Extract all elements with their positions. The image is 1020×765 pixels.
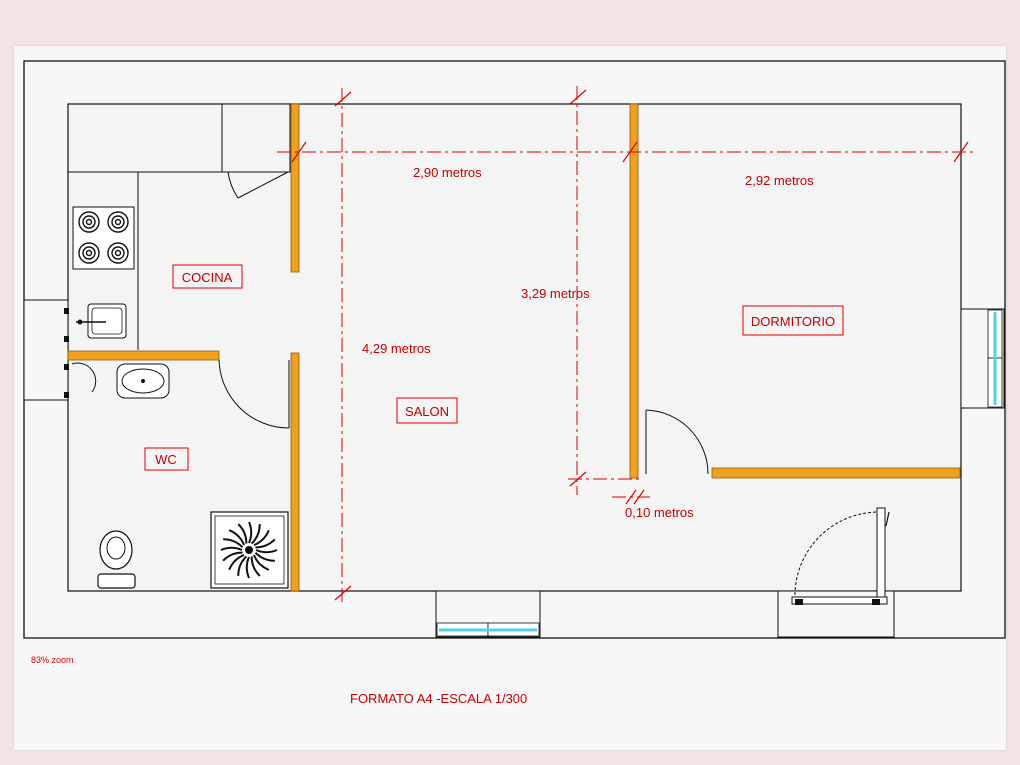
bathroom-sink-icon [116, 363, 170, 399]
shower-drain-ray [245, 556, 250, 579]
fridge [221, 103, 291, 173]
kitchen-sink-icon [76, 303, 127, 339]
format-scale-label: FORMATO A4 -ESCALA 1/300 [350, 691, 528, 706]
bottom-window-glass [436, 622, 540, 637]
fridge-door-leaf [237, 171, 289, 199]
dimension-ticks [291, 89, 969, 601]
dormitorio-label-box [742, 305, 844, 336]
wc-label-box [144, 447, 189, 471]
wc-door-arc [218, 359, 290, 429]
shower-drain-ray [220, 546, 243, 551]
wall-wc-salon [290, 352, 300, 592]
shower-drain-ray [228, 529, 245, 546]
shower-drain-ray [250, 556, 261, 577]
right-window-glass [987, 309, 1003, 408]
wall-kitchen-wc [67, 350, 220, 361]
salon-height-label: 4,29 metros [362, 341, 431, 356]
wc-door-swing [71, 362, 97, 393]
left-fixture-icon [64, 308, 69, 398]
cocina-label: COCINA [182, 270, 233, 285]
zoom-label: 83% zoom [31, 655, 74, 665]
shower-drain-ray [250, 524, 261, 545]
dormitorio-door-arc [645, 409, 709, 475]
shower-drain-ray [248, 521, 253, 544]
fridge-door [227, 171, 290, 199]
dimension-labels: 2,90 metros 2,92 metros 4,29 metros 3,29… [362, 165, 814, 520]
interior-walls [67, 103, 961, 592]
shower-drain-ray [253, 554, 270, 571]
dormitorio-height-label: 3,29 metros [521, 286, 590, 301]
shower-drain-ray [237, 555, 248, 576]
shower-drain-ray [222, 551, 243, 562]
wall-kitchen-salon-top [290, 103, 300, 273]
dimension-lines [277, 86, 975, 605]
salon-width-label: 2,90 metros [413, 165, 482, 180]
shower-drain-ray [253, 529, 270, 546]
salon-label-box [396, 397, 458, 424]
house-outline [67, 103, 962, 592]
shower-drain-ray [237, 523, 248, 544]
stove-icon [72, 206, 135, 270]
wall-dormitorio-bottom [711, 467, 961, 479]
wall-salon-dormitorio [629, 103, 639, 479]
shower-icon [210, 511, 289, 589]
shower-drain-ray [228, 554, 245, 571]
shower-drain-ray [254, 551, 275, 562]
salon-label: SALON [405, 404, 449, 419]
shower-drain-ray [255, 538, 276, 549]
wc-label: WC [155, 452, 177, 467]
wall-thickness-label: 0,10 metros [625, 505, 694, 520]
shower-drain-ray [255, 549, 278, 554]
dormitorio-label: DORMITORIO [751, 314, 835, 329]
dormitorio-width-label: 2,92 metros [745, 173, 814, 188]
shower-drain-ray [223, 538, 244, 549]
entrance-door-icon [791, 507, 890, 605]
cocina-label-box [172, 264, 243, 289]
left-window-frame [23, 299, 69, 401]
room-labels: COCINA SALON DORMITORIO WC [144, 264, 844, 471]
toilet-icon [97, 530, 136, 589]
